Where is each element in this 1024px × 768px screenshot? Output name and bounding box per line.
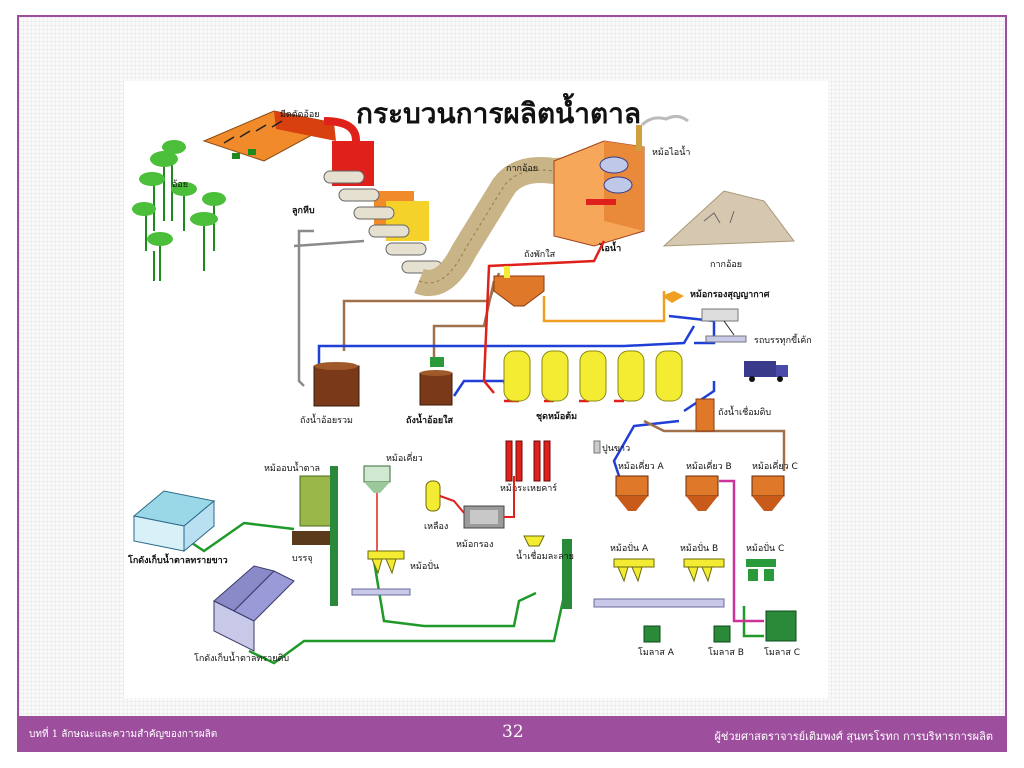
label-crusher: ลูกหีบ (292, 205, 315, 216)
centrifuge-a (613, 558, 655, 583)
raw-syrup-tank (695, 398, 715, 432)
diagram-title: กระบวนการผลิตน้ำตาล (356, 92, 641, 130)
warehouse-raw (213, 565, 295, 652)
syrup-store (523, 535, 572, 609)
label-bagasse-conveyor: กากอ้อย (506, 163, 538, 174)
refined-centrifuge (367, 550, 405, 575)
label-filter: หม้อกรอง (456, 539, 493, 550)
label-pan-a: หม้อเคี่ยว A (618, 459, 665, 472)
label-vacuum-filter: หม้อกรองสุญญากาศ (690, 289, 770, 300)
label-syrup-store: น้ำเชื่อมละลาย (516, 549, 574, 562)
footer-chapter: บทที่ 1 ลักษณะและความสำคัญของการผลิต (29, 729, 218, 740)
refine-line (439, 476, 515, 518)
label-centrifuge-a: หม้อปั่น A (610, 541, 649, 554)
label-molasses-b: โมลาส B (708, 647, 744, 658)
molasses-tanks (643, 610, 797, 643)
label-refined-centrifuge: หม้อปั่น (410, 559, 439, 572)
label-centrifuge-b: หม้อปั่น B (680, 541, 718, 554)
label-packing: บรรจุ (292, 554, 313, 564)
refined-filter (463, 505, 505, 529)
label-warehouse-raw: โกดังเก็บน้ำตาลทรายดิบ (194, 651, 289, 664)
label-clarifier: ถังพักใส (524, 249, 556, 260)
label-centrifuge-c: หม้อปั่น C (746, 541, 784, 554)
label-sugar-dryer: หม้ออบน้ำตาล (264, 461, 320, 474)
footer-author: ผู้ช่วยศาสตราจารย์เติมพงศ์ สุนทรโรทก การ… (714, 730, 993, 743)
pan-b (685, 475, 719, 511)
label-evaporators: ชุดหม้อต้ม (536, 411, 577, 422)
sugarcane-plants (132, 140, 226, 281)
sugar-process-diagram: กระบวนการผลิตน้ำตาล อ้อย มีดตัดอ้อย (124, 81, 828, 698)
label-molasses-c: โมลาส C (764, 647, 800, 658)
carbonation-tanks (505, 440, 551, 482)
label-steam: ไอน้ำ (599, 241, 621, 254)
centrifuge-b (683, 558, 725, 583)
mixed-juice-tank (313, 362, 360, 407)
label-melter: เหลือง (424, 521, 448, 532)
melter (425, 480, 441, 512)
label-lime: ปูนขาว (602, 444, 630, 454)
label-cane: อ้อย (172, 179, 188, 190)
bagasse-conveyor (414, 156, 595, 296)
label-clear-juice-tank: ถังน้ำอ้อยใส (406, 413, 454, 426)
slide-footer: บทที่ 1 ลักษณะและความสำคัญของการผลิต 32 … (17, 716, 1007, 752)
lime-tank (593, 440, 601, 454)
vacuum-filter (662, 291, 747, 343)
label-carbonation: หม้อระเหยคาร์ (500, 482, 557, 494)
sugar-dryer (292, 466, 338, 606)
refined-sugar-conveyor (351, 588, 411, 596)
truck-icon (744, 361, 788, 382)
pan-c (751, 475, 785, 511)
page-number: 32 (502, 722, 524, 742)
clear-juice-tank (419, 357, 453, 406)
centrifuge-c (746, 559, 776, 581)
warehouse-white (132, 490, 216, 553)
boiler (553, 114, 689, 247)
label-filter-cake-truck: รถบรรทุกขี้เค้ก (754, 333, 812, 346)
label-mixed-juice-tank: ถังน้ำอ้อยรวม (300, 413, 353, 426)
crusher-mills (323, 141, 443, 274)
label-molasses-a: โมลาส A (638, 647, 675, 658)
raw-sugar-conveyor (593, 598, 725, 608)
label-cane-cutter: มีดตัดอ้อย (280, 109, 320, 120)
label-syrup-tank: ถังน้ำเชื่อมดิบ (718, 405, 771, 418)
label-bagasse-pile: กากอ้อย (710, 259, 742, 270)
pan-a (615, 475, 649, 511)
label-boiler: หม้อไอน้ำ (652, 145, 690, 158)
clarifier (493, 266, 545, 307)
evaporators (503, 350, 683, 402)
bagasse-pile (662, 190, 795, 247)
label-pan-c: หม้อเคี่ยว C (752, 459, 798, 472)
label-warehouse-white: โกดังเก็บน้ำตาลทรายขาว (127, 553, 228, 566)
refined-pan (363, 465, 391, 493)
label-pan-b: หม้อเคี่ยว B (686, 459, 732, 472)
cane-cutter (202, 110, 336, 162)
label-refined-pan: หม้อเคี่ยว (386, 451, 423, 464)
